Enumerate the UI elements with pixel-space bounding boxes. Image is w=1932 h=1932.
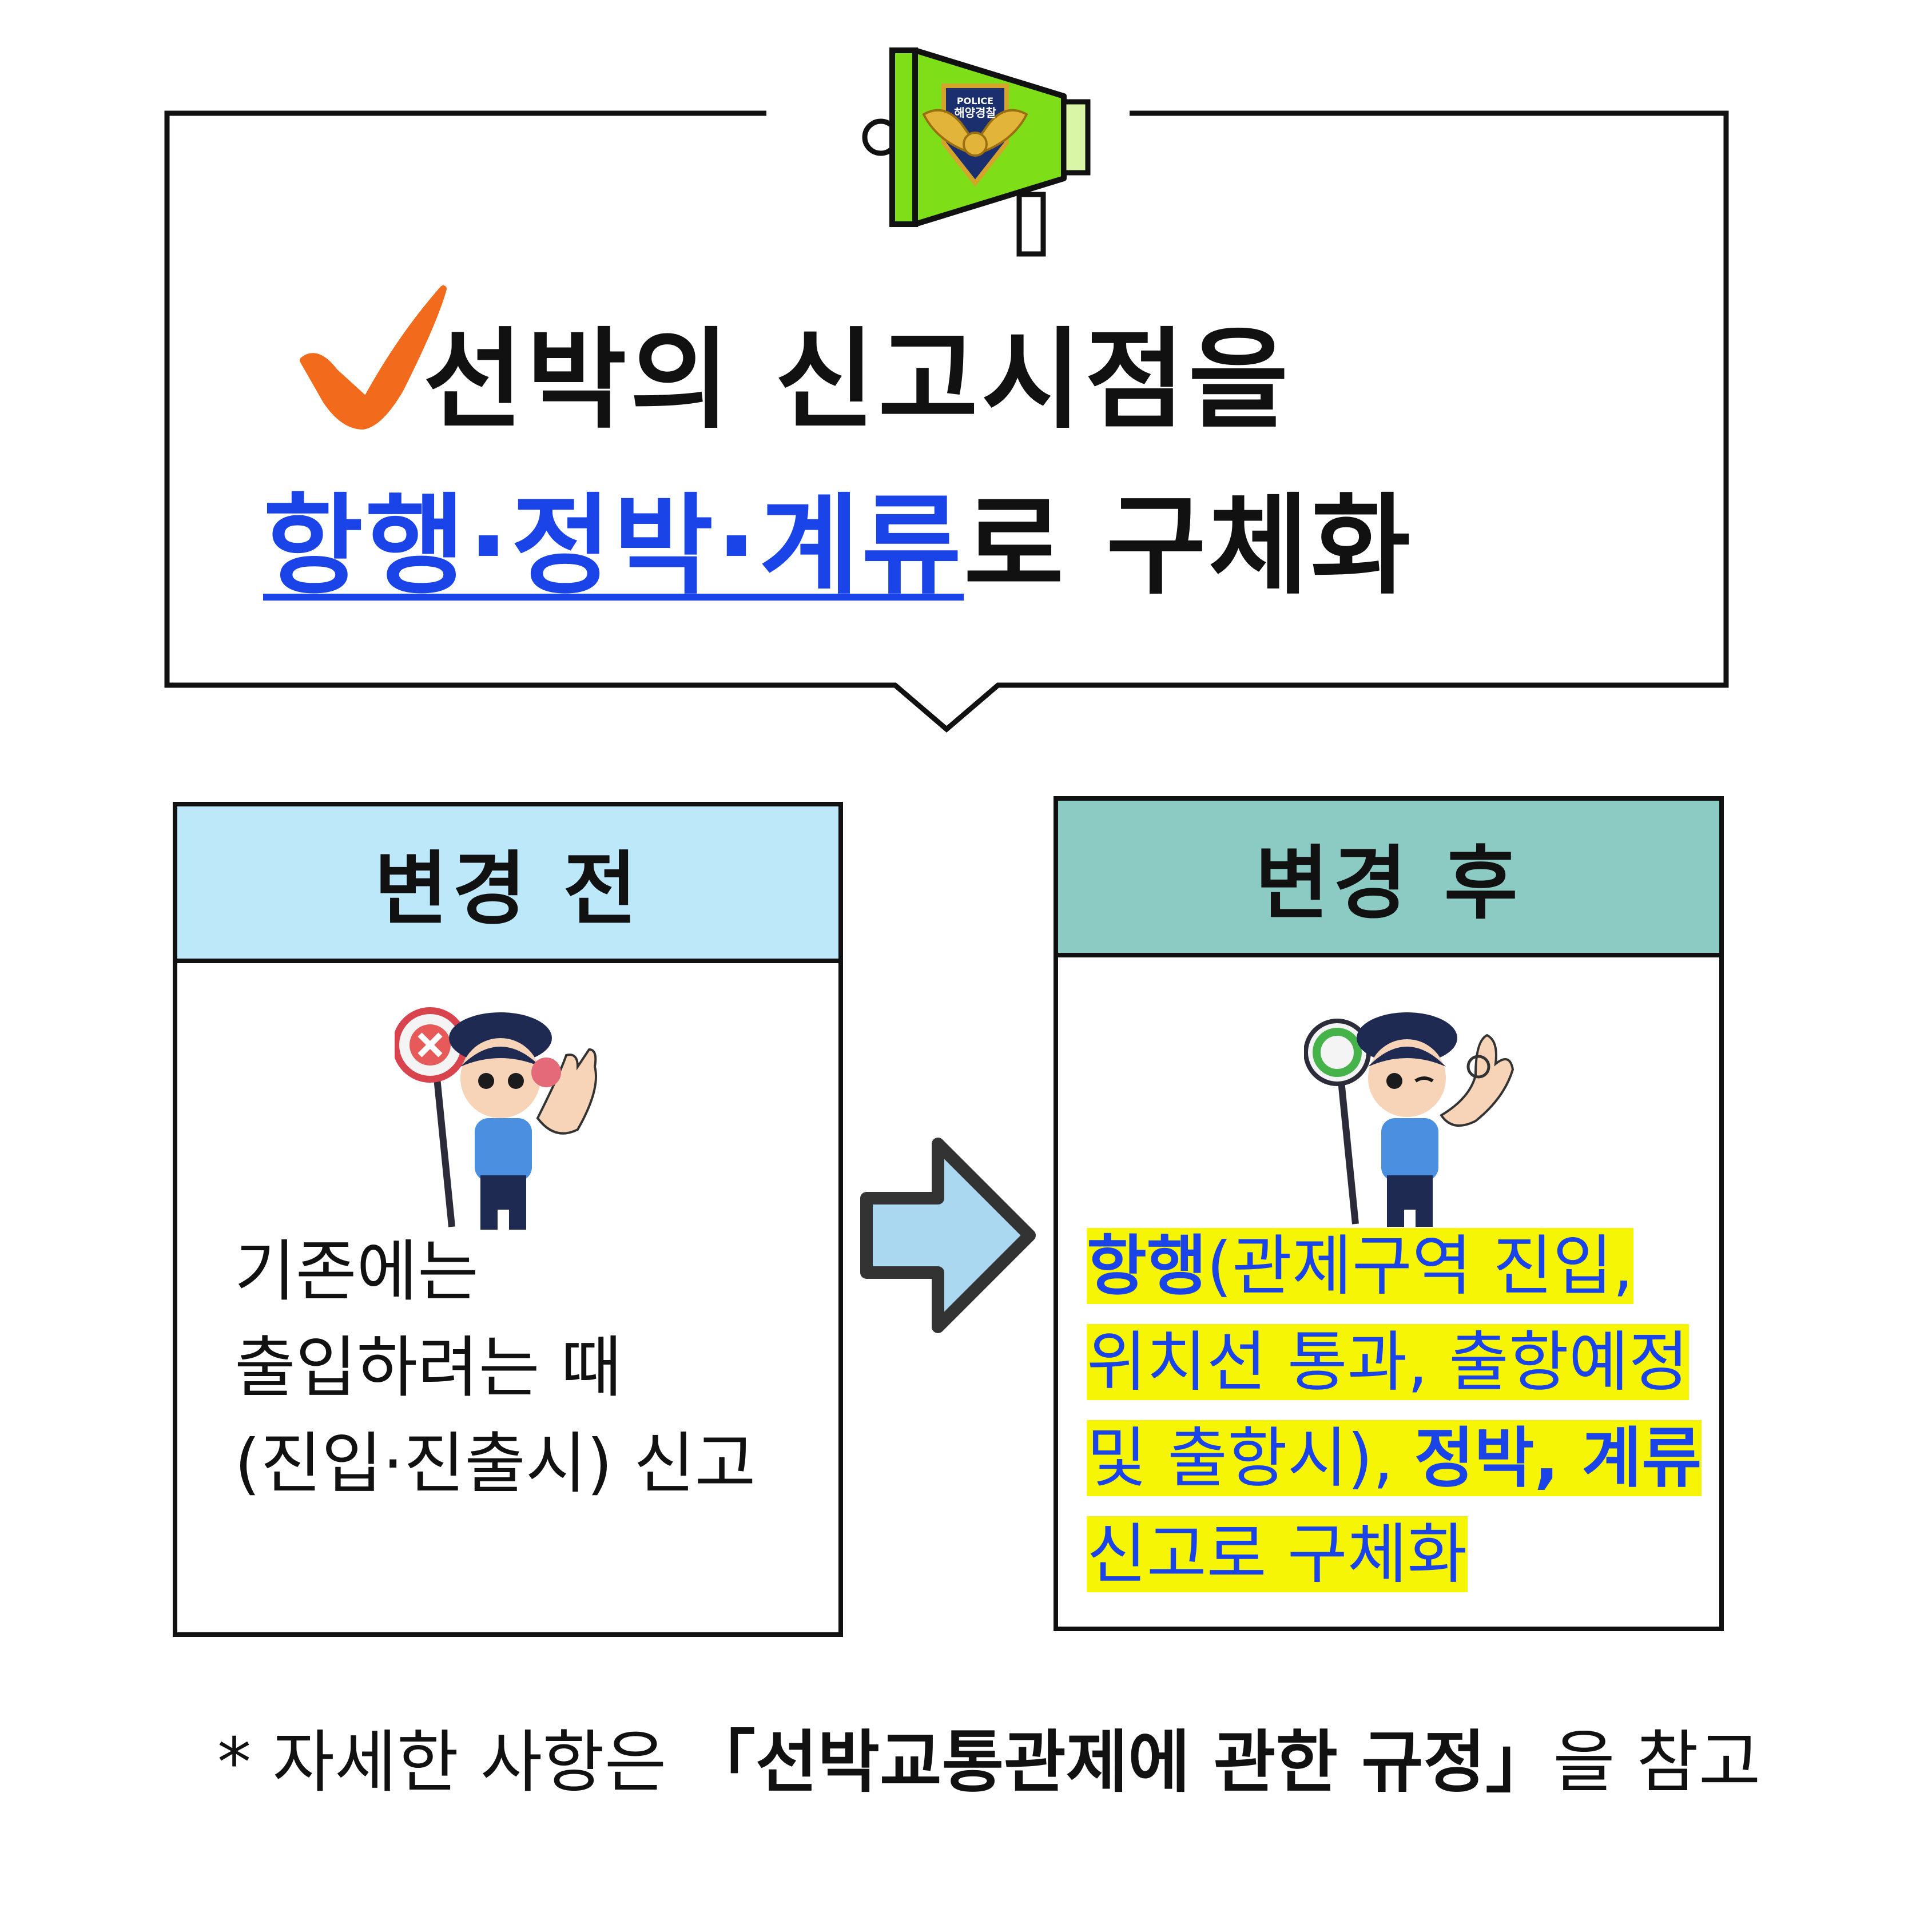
before-line: 출입하려는 때 [234, 1329, 622, 1406]
after-panel: 변경 후 항행(관제구역 진입, 위치선 통과, 출항예정 및 출항시), 정박… [1054, 796, 1724, 1631]
before-line: (진입·진출시) 신고 [234, 1425, 756, 1502]
stop-sign-icon [395, 1007, 468, 1227]
after-line3-plain: 및 출항시), [1087, 1420, 1414, 1496]
title-line1: 선박의 신고시점을 [423, 317, 1292, 443]
after-line4: 신고로 구체화 [1087, 1516, 1468, 1592]
before-text: 기존에는 출입하려는 때 (진입·진출시) 신고 [234, 1224, 756, 1512]
checkmark-icon [300, 285, 447, 430]
officer-stop-character [395, 1007, 597, 1230]
before-line: 기존에는 [234, 1233, 479, 1310]
title-rest: 로 구체화 [964, 483, 1413, 609]
police-badge-icon: POLICE 해양경찰 [922, 84, 1028, 187]
right-arrow-icon [860, 1138, 1036, 1333]
footnote-suffix: 을 참고 [1553, 1723, 1761, 1802]
footnote-regulation: 「선박교통관제에 관한 규정」 [687, 1723, 1553, 1802]
before-header: 변경 전 [177, 806, 838, 963]
after-header: 변경 후 [1058, 801, 1719, 957]
footnote: * 자세한 사항은 「선박교통관제에 관한 규정」을 참고 [217, 1707, 1760, 1805]
speech-box-outline [164, 110, 1729, 733]
after-line2: 위치선 통과, 출항예정 [1087, 1324, 1689, 1400]
after-line3-bold: 정박, 계류 [1414, 1420, 1702, 1496]
after-text: 항행(관제구역 진입, 위치선 통과, 출항예정 및 출항시), 정박, 계류 … [1087, 1218, 1702, 1603]
after-line1-rest: (관제구역 진입, [1206, 1228, 1633, 1304]
after-line1-bold: 항행 [1087, 1228, 1207, 1304]
badge-text-top: POLICE [957, 96, 993, 106]
badge-text-bottom: 해양경찰 [954, 106, 996, 120]
ok-sign-icon [1304, 1019, 1371, 1225]
title-line2: 항행·정박·계류로 구체화 [263, 458, 1413, 615]
officer-ok-character [1304, 1012, 1514, 1227]
footnote-prefix: * 자세한 사항은 [217, 1723, 688, 1802]
title-highlight: 항행·정박·계류 [263, 483, 964, 609]
before-panel: 변경 전 기존에는 출입하려는 때 (진입·진출시) 신고 [173, 802, 843, 1637]
after-line3: 및 출항시), 정박, 계류 [1087, 1420, 1702, 1496]
after-line1: 항행(관제구역 진입, [1087, 1228, 1633, 1304]
